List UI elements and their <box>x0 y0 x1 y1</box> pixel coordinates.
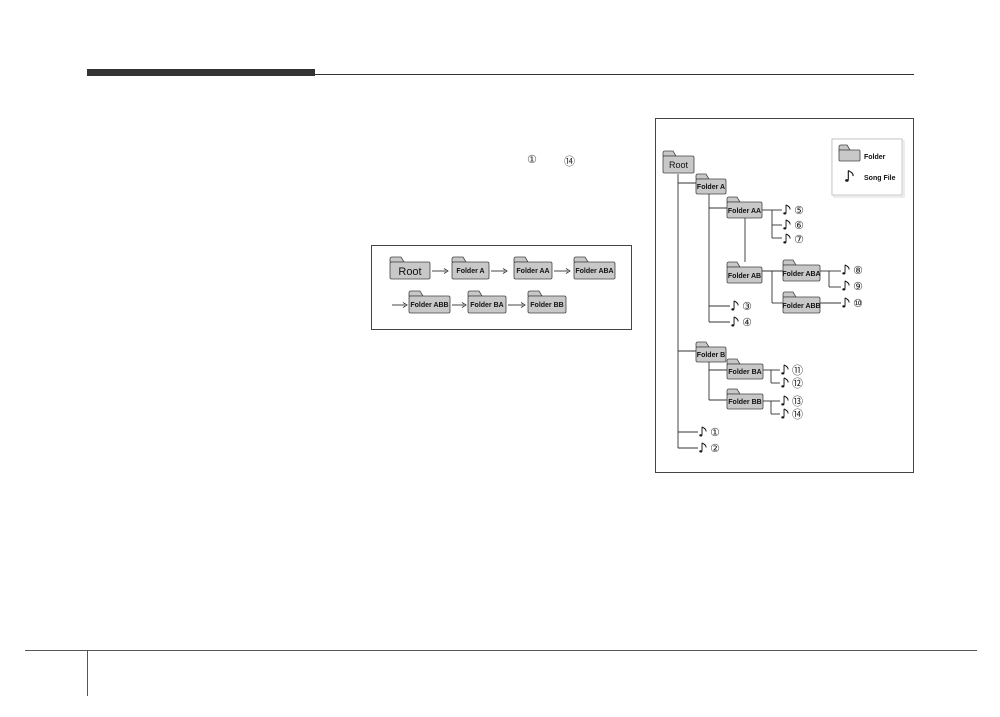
tree-folder-abb: Folder ABB <box>782 291 821 314</box>
music-note-icon <box>783 219 791 230</box>
music-note-icon <box>781 364 789 375</box>
order-folder-abb-label: Folder ABB <box>410 302 448 309</box>
music-note-icon <box>699 426 707 437</box>
song-10: ⑩ <box>842 297 863 310</box>
arrow-icon <box>502 268 508 274</box>
playback-order-diagram: Root Folder A Folder AA Folder ABA Folde <box>371 245 632 330</box>
tree-folder-a-label: Folder A <box>697 184 725 191</box>
music-note-icon <box>842 264 850 275</box>
order-folder-a-label: Folder A <box>456 268 484 275</box>
tree-folder-a: Folder A <box>695 173 727 195</box>
svg-text:⑪: ⑪ <box>792 364 803 377</box>
order-root-label: Root <box>398 266 421 278</box>
tree-folder-aa-label: Folder AA <box>728 208 761 215</box>
song-7: ⑦ <box>783 233 804 246</box>
music-note-icon <box>842 297 850 308</box>
song-ref-last: ⑭ <box>564 155 575 168</box>
arrow-icon <box>520 302 526 308</box>
song-5: ⑤ <box>783 204 804 217</box>
header-bar-thick <box>87 69 315 76</box>
order-folder-aa-label: Folder AA <box>516 268 549 275</box>
tree-folder-ab-label: Folder AB <box>728 273 761 280</box>
svg-text:⑨: ⑨ <box>853 280 863 293</box>
song-14: ⑭ <box>781 408 803 421</box>
arrow-icon <box>565 268 571 274</box>
svg-text:⑫: ⑫ <box>792 377 803 390</box>
tree-folder-ab: Folder AB <box>726 261 763 284</box>
arrow-icon <box>461 302 467 308</box>
song-ref-first: ① <box>527 153 537 166</box>
tree-folder-aa: Folder AA <box>726 196 763 219</box>
tree-folder-bb: Folder BB <box>726 388 764 410</box>
tree-folder-bb-label: Folder BB <box>728 399 761 406</box>
song-11: ⑪ <box>781 364 803 377</box>
svg-text:③: ③ <box>742 300 752 313</box>
order-folder-aa: Folder AA <box>513 256 553 280</box>
header-rule <box>315 74 914 75</box>
tree-folder-ba: Folder BA <box>726 358 764 380</box>
order-folder-a: Folder A <box>451 256 490 280</box>
tree-folder-b-label: Folder B <box>697 352 725 359</box>
tree-root-folder: Root <box>662 150 695 174</box>
legend: Folder Song File <box>831 138 905 198</box>
song-6: ⑥ <box>783 219 804 232</box>
song-9: ⑨ <box>842 280 863 293</box>
arrow-icon <box>443 268 449 274</box>
tree-folder-aba-label: Folder ABA <box>782 271 820 278</box>
folder-tree-diagram: Root Folder A Folder AA Folder AB Folder… <box>655 118 914 473</box>
svg-text:⑬: ⑬ <box>792 395 803 408</box>
svg-text:⑤: ⑤ <box>794 204 804 217</box>
svg-text:⑥: ⑥ <box>794 219 804 232</box>
song-13: ⑬ <box>781 395 803 408</box>
music-note-icon <box>842 280 850 291</box>
arrow-icon <box>402 302 408 308</box>
svg-text:⑧: ⑧ <box>853 264 863 277</box>
tree-folder-ba-label: Folder BA <box>728 369 761 376</box>
svg-text:⑦: ⑦ <box>794 233 804 246</box>
svg-text:⑩: ⑩ <box>853 297 863 310</box>
order-folder-ba-label: Folder BA <box>470 302 503 309</box>
tree-folder-abb-label: Folder ABB <box>782 303 820 310</box>
music-note-icon <box>781 377 789 388</box>
order-folder-bb: Folder BB <box>527 290 567 314</box>
song-12: ⑫ <box>781 377 803 390</box>
order-folder-bb-label: Folder BB <box>530 302 563 309</box>
order-folder-aba-label: Folder ABA <box>575 268 613 275</box>
music-note-icon <box>783 233 791 244</box>
legend-folder-label: Folder <box>864 154 886 161</box>
song-8: ⑧ <box>842 264 863 277</box>
music-note-icon <box>783 204 791 215</box>
music-note-icon <box>731 316 739 327</box>
music-note-icon <box>781 408 789 419</box>
song-3: ③ <box>731 300 752 313</box>
tree-connectors <box>677 174 841 449</box>
footer-rule <box>25 650 977 651</box>
svg-text:②: ② <box>710 442 720 455</box>
order-folder-abb: Folder ABB <box>408 290 451 314</box>
folder-icon <box>838 144 861 162</box>
tree-folder-b: Folder B <box>695 341 727 363</box>
order-folder-ba: Folder BA <box>467 290 507 314</box>
song-1: ① <box>699 426 720 439</box>
svg-text:①: ① <box>710 426 720 439</box>
song-4: ④ <box>731 316 752 329</box>
tree-folder-aba: Folder ABA <box>782 259 821 282</box>
music-note-icon <box>731 300 739 311</box>
tree-root-label: Root <box>669 160 689 170</box>
svg-text:⑭: ⑭ <box>792 408 803 421</box>
song-2: ② <box>699 442 720 455</box>
music-note-icon <box>699 442 707 453</box>
order-root-folder: Root <box>389 256 431 280</box>
legend-song-label: Song File <box>864 175 896 182</box>
music-note-icon <box>781 395 789 406</box>
svg-text:④: ④ <box>742 316 752 329</box>
footer-divider <box>87 650 88 696</box>
order-folder-aba: Folder ABA <box>573 256 616 280</box>
